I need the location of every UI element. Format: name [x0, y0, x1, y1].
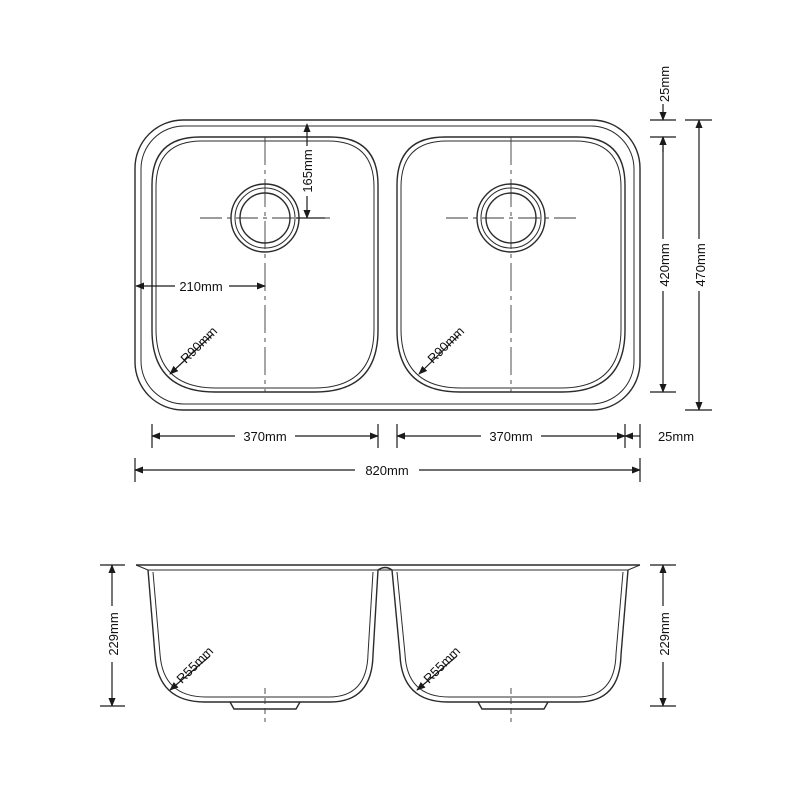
- dimension-drain-center: 210mm: [135, 278, 266, 294]
- plan-view: 165mm 210mm R90mm R90mm 25mm: [134, 66, 712, 482]
- dimension-radius-left: R90mm: [169, 323, 220, 375]
- dimension-top-margin: 25mm: [650, 66, 676, 152]
- section-right-drain: [477, 701, 549, 710]
- dimension-overall-depth: 470mm: [685, 119, 712, 411]
- left-bowl-width-label: 370mm: [243, 429, 286, 444]
- left-bowl-outline: [151, 136, 379, 393]
- overall-depth-label: 470mm: [693, 243, 708, 286]
- dimension-right-margin: 25mm: [624, 424, 694, 448]
- dimension-section-radius-left: R55mm: [169, 643, 216, 691]
- right-drain: [476, 183, 546, 253]
- section-divider: [377, 566, 393, 571]
- dimension-section-height-left: 229mm: [100, 564, 125, 707]
- section-height-left-label: 229mm: [106, 612, 121, 655]
- inner-depth-label: 420mm: [657, 243, 672, 286]
- section-radius-right-label: R55mm: [420, 643, 463, 686]
- dimension-inner-depth: 420mm: [650, 136, 676, 393]
- dimension-right-bowl-width: 370mm: [396, 424, 626, 448]
- section-left-bowl-profile: [147, 569, 379, 703]
- dimension-radius-right: R90mm: [418, 323, 467, 375]
- overall-width-label: 820mm: [365, 463, 408, 478]
- sink-outer-rim: [134, 119, 641, 411]
- right-bowl-width-label: 370mm: [489, 429, 532, 444]
- section-right-bowl-profile: [391, 569, 629, 703]
- sink-outer-rim-inner-line: [140, 125, 635, 405]
- section-radius-left-label: R55mm: [173, 643, 216, 686]
- section-right-bowl-inner-line: [396, 571, 624, 698]
- section-left-bowl-inner-line: [152, 571, 374, 698]
- radius-right-label: R90mm: [424, 323, 467, 366]
- radius-left-label: R90mm: [177, 323, 220, 366]
- dimension-overall-width: 820mm: [134, 458, 641, 482]
- dimension-left-bowl-width: 370mm: [151, 424, 379, 448]
- right-margin-label: 25mm: [658, 429, 694, 444]
- top-margin-label: 25mm: [657, 66, 672, 102]
- drain-offset-label: 165mm: [300, 149, 315, 192]
- right-bowl-inner-line: [400, 140, 622, 389]
- section-height-right-label: 229mm: [657, 612, 672, 655]
- section-view: R55mm R55mm 229mm 229mm: [100, 564, 676, 722]
- dimension-section-radius-right: R55mm: [416, 643, 463, 691]
- right-bowl-outline: [396, 136, 626, 393]
- drain-center-label: 210mm: [179, 279, 222, 294]
- left-bowl-inner-line: [155, 140, 375, 389]
- dimension-section-height-right: 229mm: [650, 564, 676, 707]
- dimension-drain-offset: 165mm: [296, 123, 325, 219]
